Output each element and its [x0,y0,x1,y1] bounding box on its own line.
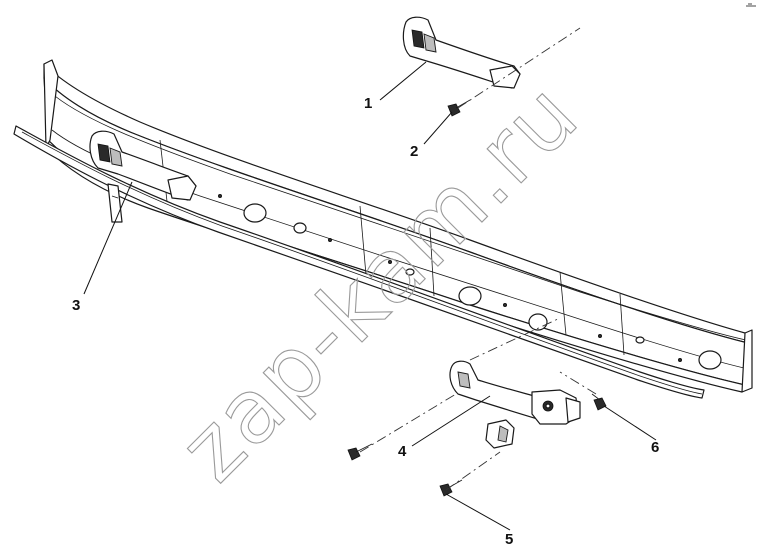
leader-lines [83,61,657,531]
handle-mounted [89,130,197,201]
callout-3: 3 [72,297,80,314]
callout-4: 4 [398,443,407,460]
bolt-left-lower [347,443,373,461]
callout-5: 5 [505,531,513,548]
callout-6: 6 [651,439,659,456]
clip-block [485,419,515,449]
handle-lower [449,360,581,425]
callout-2: 2 [410,143,418,160]
assembly-axis-lines [359,27,597,491]
bolt-5 [439,479,463,497]
handle-upper [402,16,521,89]
corner-mark [746,3,756,7]
bolt-2 [447,99,471,117]
callout-labels: 1 2 3 4 5 6 [72,95,659,548]
callout-1: 1 [364,95,372,112]
bolt-6 [591,393,607,411]
